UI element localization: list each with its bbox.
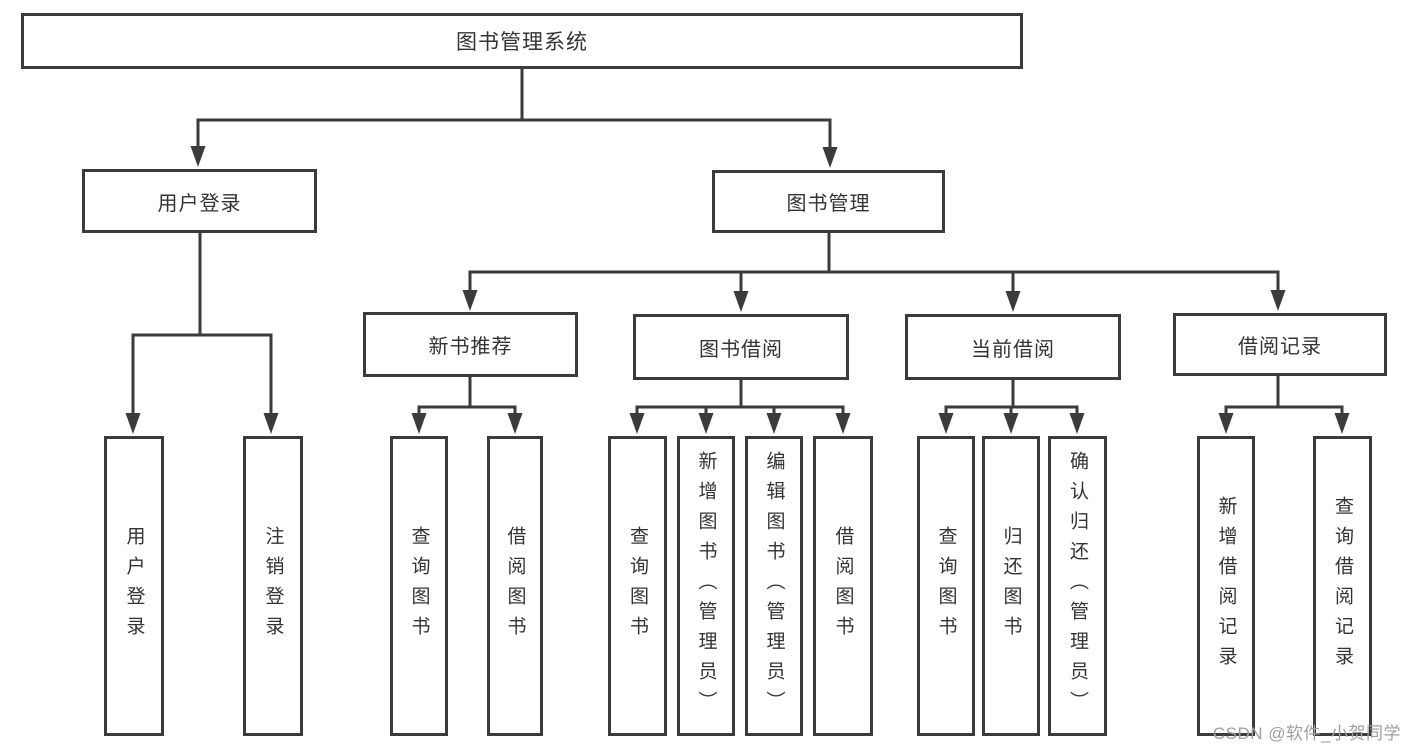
arrowhead bbox=[411, 413, 427, 434]
arrowhead bbox=[1069, 413, 1085, 434]
arrowhead bbox=[507, 413, 523, 434]
connector-book-borrow-children bbox=[635, 380, 845, 417]
node-user-login: 用户登录 bbox=[82, 169, 317, 233]
arrowhead bbox=[698, 413, 714, 434]
arrowhead bbox=[462, 290, 478, 311]
arrowhead bbox=[1270, 290, 1286, 311]
arrowhead bbox=[938, 413, 954, 434]
arrowhead bbox=[822, 147, 838, 168]
arrowhead bbox=[629, 413, 645, 434]
leaf-records-add-borrow-record: 新增借阅记录 bbox=[1197, 436, 1255, 736]
node-borrow-records: 借阅记录 bbox=[1173, 313, 1387, 376]
leaf-borrow-borrow-books: 借阅图书 bbox=[813, 436, 873, 736]
arrowhead bbox=[263, 413, 279, 434]
node-current-borrow: 当前借阅 bbox=[905, 314, 1121, 380]
leaf-logout-login: 注销登录 bbox=[243, 436, 303, 736]
connector-user-login-children bbox=[131, 233, 273, 417]
connector-current-borrow-children bbox=[944, 380, 1079, 417]
arrowhead bbox=[125, 413, 141, 434]
arrowhead bbox=[190, 146, 206, 167]
arrowhead bbox=[766, 413, 782, 434]
arrowhead bbox=[835, 413, 851, 434]
connector-root-to-level2 bbox=[196, 68, 832, 151]
arrowhead bbox=[1334, 413, 1350, 434]
leaf-user-login: 用户登录 bbox=[104, 436, 164, 736]
node-root-system: 图书管理系统 bbox=[21, 13, 1023, 69]
leaf-current-return-books: 归还图书 bbox=[982, 436, 1040, 736]
leaf-current-confirm-return-admin: 确认归还（管理员） bbox=[1048, 436, 1107, 736]
arrowhead bbox=[733, 291, 749, 312]
connector-borrow-records-children bbox=[1224, 376, 1344, 417]
leaf-borrow-add-books-admin: 新增图书（管理员） bbox=[677, 436, 735, 736]
csdn-watermark: CSDN @软件_小贺同学 bbox=[1212, 724, 1401, 743]
node-book-borrow: 图书借阅 bbox=[633, 314, 849, 380]
node-book-management: 图书管理 bbox=[712, 170, 945, 233]
arrowhead bbox=[1005, 291, 1021, 312]
arrowhead bbox=[1218, 413, 1234, 434]
leaf-recommend-query-books: 查询图书 bbox=[390, 436, 448, 736]
leaf-recommend-borrow-books: 借阅图书 bbox=[487, 436, 543, 736]
node-new-book-recommend: 新书推荐 bbox=[363, 312, 578, 377]
arrowhead bbox=[1003, 413, 1019, 434]
leaf-current-query-books: 查询图书 bbox=[917, 436, 975, 736]
leaf-borrow-query-books: 查询图书 bbox=[608, 436, 667, 736]
connector-book-management-children bbox=[468, 233, 1280, 294]
leaf-borrow-edit-books-admin: 编辑图书（管理员） bbox=[745, 436, 803, 736]
connector-new-book-recommend-children bbox=[417, 377, 517, 417]
leaf-records-query-borrow-record: 查询借阅记录 bbox=[1313, 436, 1372, 736]
